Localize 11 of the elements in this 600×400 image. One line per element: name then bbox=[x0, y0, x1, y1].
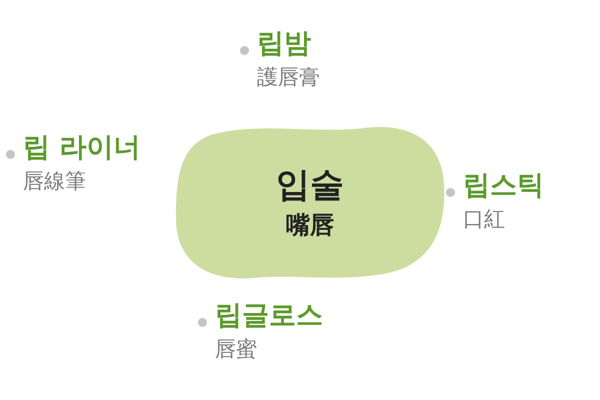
node-title: 입술 bbox=[276, 164, 344, 206]
translation-label: 護唇膏 bbox=[257, 64, 320, 91]
term-label: 립 라이너 bbox=[23, 131, 140, 165]
translation-label: 唇線筆 bbox=[23, 168, 87, 195]
translation-label: 唇蜜 bbox=[215, 336, 258, 363]
node-subtitle: 嘴唇 bbox=[286, 210, 334, 240]
term-label: 립글로스 bbox=[215, 299, 323, 333]
translation-label: 口紅 bbox=[463, 206, 506, 233]
term-label: 립밤 bbox=[257, 27, 312, 61]
term-label: 립스틱 bbox=[463, 169, 544, 203]
blob-shape bbox=[174, 124, 446, 280]
